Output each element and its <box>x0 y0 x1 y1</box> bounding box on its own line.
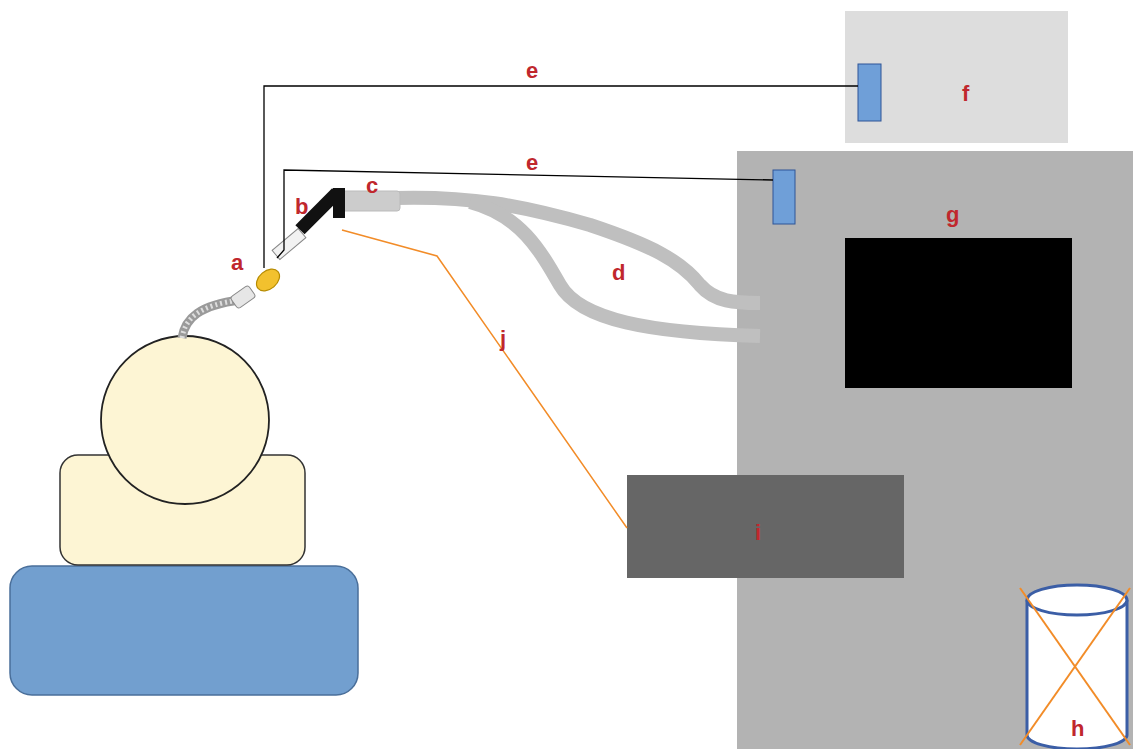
part-letter: d <box>612 262 625 284</box>
part-letter: g <box>946 204 959 226</box>
part-letter: f <box>962 83 969 105</box>
part-letter: c <box>366 175 378 197</box>
part-letter: e <box>526 60 538 82</box>
part-letter: a <box>231 252 243 274</box>
module-box: i <box>627 475 904 578</box>
part-letter: e <box>526 152 538 174</box>
part-letter: i <box>755 522 761 544</box>
part-letter: b <box>295 196 308 218</box>
part-letter: h <box>1071 718 1084 740</box>
part-letter: j <box>500 328 506 350</box>
